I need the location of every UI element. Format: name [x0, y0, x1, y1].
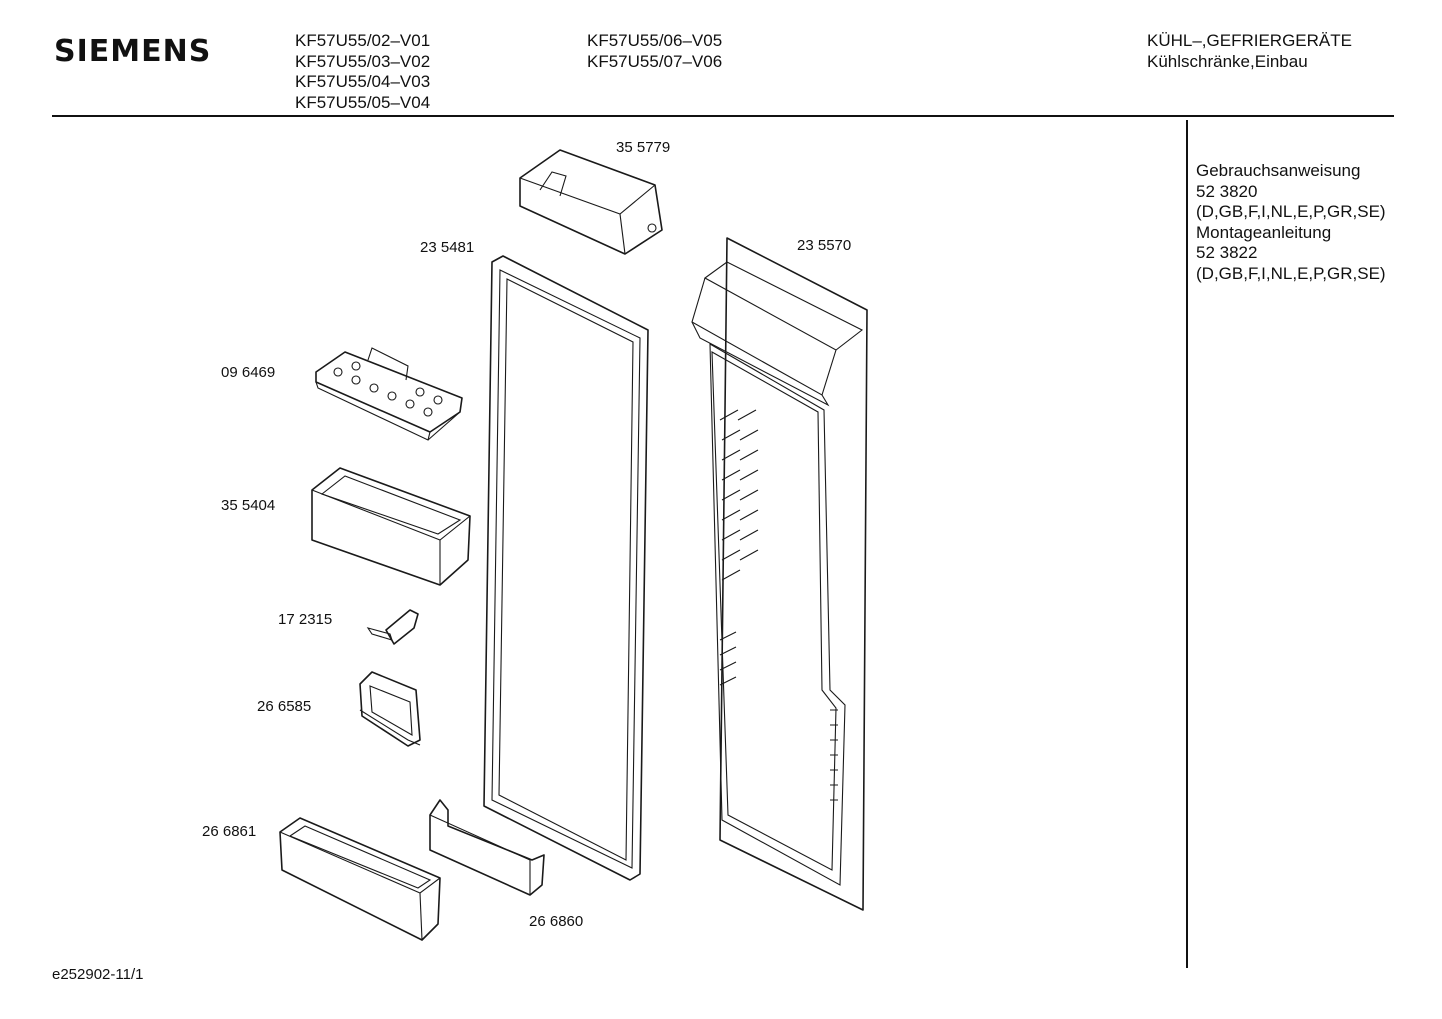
part-label-235570: 23 5570	[797, 237, 852, 254]
shelf-notches	[719, 409, 838, 801]
part-bottle-shelf-266861[interactable]	[279, 817, 441, 941]
part-label-355779: 35 5779	[616, 139, 671, 156]
part-compartment-266585[interactable]	[359, 671, 421, 747]
model-number: KF57U55/02–V01	[295, 31, 431, 50]
drawing-code: e252902-11/1	[52, 966, 144, 983]
doc-number: 52 3822	[1196, 243, 1258, 262]
part-clip-172315[interactable]	[366, 609, 419, 645]
category: KÜHL–,GEFRIERGERÄTE Kühlschränke,Einbau	[1147, 31, 1352, 72]
model-number: KF57U55/05–V04	[295, 92, 431, 112]
part-label-096469: 09 6469	[221, 364, 276, 381]
part-door-shelf-355404[interactable]	[311, 467, 471, 586]
part-label-266860: 26 6860	[529, 913, 584, 930]
part-egg-tray-096469[interactable]	[315, 347, 463, 441]
part-label-266585: 26 6585	[257, 698, 312, 715]
documentation-list: Gebrauchsanweisung 52 3820 (D,GB,F,I,NL,…	[1196, 161, 1386, 284]
model-list-1: KF57U55/02–V01 KF57U55/03–V02 KF57U55/04…	[295, 31, 430, 113]
part-bottle-retainer-266860[interactable]	[429, 799, 545, 896]
model-number: KF57U55/06–V05	[587, 31, 723, 50]
part-lid-355779[interactable]	[519, 149, 663, 255]
header-divider	[52, 115, 1394, 117]
model-list-2: KF57U55/06–V05 KF57U55/07–V06	[587, 31, 722, 72]
side-divider	[1186, 120, 1188, 968]
part-label-172315: 17 2315	[278, 611, 333, 628]
doc-number: 52 3820	[1196, 181, 1258, 201]
doc-languages: (D,GB,F,I,NL,E,P,GR,SE)	[1196, 202, 1386, 221]
category-sub: Kühlschränke,Einbau	[1147, 51, 1308, 71]
part-label-235481: 23 5481	[420, 239, 475, 256]
part-label-266861: 26 6861	[202, 823, 257, 840]
doc-languages: (D,GB,F,I,NL,E,P,GR,SE)	[1196, 263, 1386, 283]
part-label-355404: 35 5404	[221, 497, 276, 514]
brand-logo: SIEMENS	[54, 34, 212, 69]
category-main: KÜHL–,GEFRIERGERÄTE	[1147, 31, 1352, 50]
part-door-liner-235570[interactable]	[691, 237, 868, 911]
doc-title: Montageanleitung	[1196, 222, 1332, 242]
part-door-gasket-235481[interactable]	[483, 255, 649, 881]
model-number: KF57U55/03–V02	[295, 51, 431, 71]
model-number: KF57U55/07–V06	[587, 51, 723, 71]
doc-title: Gebrauchsanweisung	[1196, 161, 1361, 180]
model-number: KF57U55/04–V03	[295, 72, 431, 91]
